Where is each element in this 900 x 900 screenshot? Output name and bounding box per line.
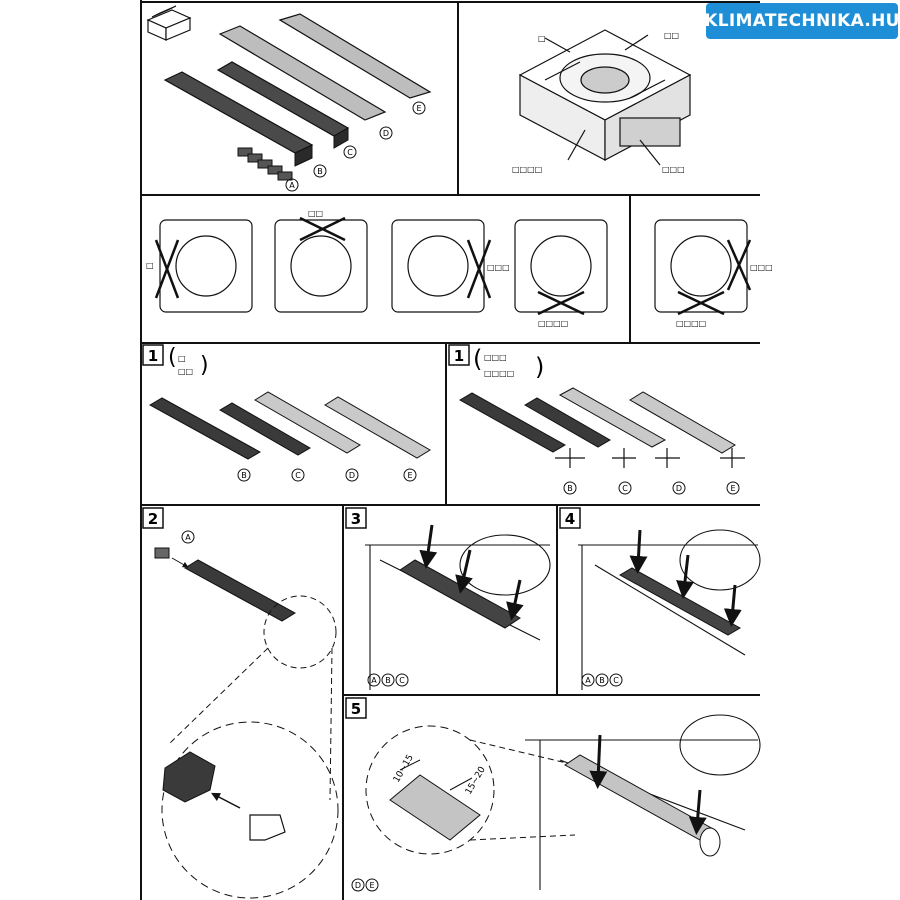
step1b-label-d: D [676, 484, 682, 493]
label-e: E [416, 104, 421, 113]
step1b-label-e: E [730, 484, 735, 493]
step4-label-c: C [613, 676, 619, 685]
step-1a-number: 1 [148, 347, 158, 365]
clip-closeup [249, 814, 286, 841]
step1b-label-b: B [567, 484, 573, 493]
part-e-panel [278, 13, 432, 99]
paren-close-1a: ) [200, 353, 209, 378]
orientation-1 [154, 219, 253, 313]
panel-step1-long: 1 ( □□□ □□□□ ) B C D E [448, 344, 745, 495]
step4-label-b: B [599, 676, 605, 685]
step3-label-b: B [385, 676, 391, 685]
step1a-label-c: C [295, 471, 301, 480]
step-1b-line2: □□□□ [484, 369, 514, 378]
part-a-clips [237, 147, 293, 181]
orientation-2 [274, 216, 368, 313]
step1a-label-e: E [407, 471, 412, 480]
orientation-5-bottom-label: □□□□ [676, 319, 706, 328]
part-b-bar [163, 71, 314, 154]
panel-install [564, 754, 716, 841]
step-5-number: 5 [351, 700, 361, 718]
step-3-number: 3 [351, 510, 361, 528]
step-2-number: 2 [148, 510, 158, 528]
brand-name: KLIMATECHNIKA.HU [704, 11, 900, 31]
paren-close-1b: ) [535, 353, 544, 381]
step1a-label-b: B [241, 471, 247, 480]
step-1a-line2: □□ [178, 367, 193, 376]
box-icon [146, 5, 192, 41]
step4-label-a: A [585, 676, 591, 685]
orientation-4 [514, 219, 608, 316]
paren-open-1b: ( [473, 345, 482, 373]
orientation-3 [391, 219, 492, 313]
panel-parts-overview: A B C D E [146, 5, 432, 192]
step1b-label-c: C [622, 484, 628, 493]
panel-step4: 4 A B C [559, 507, 761, 690]
label-b: B [317, 167, 323, 176]
callout-bottom-right: □□□ [662, 165, 685, 174]
label-a: A [289, 181, 295, 190]
step5-label-d: D [355, 881, 361, 890]
orientation-4-label: □□□□ [538, 319, 568, 328]
panel-closeup [389, 774, 481, 841]
orientation-2-label: □□ [308, 209, 323, 218]
dimension-1: 10~15 [392, 753, 416, 784]
label-c: C [347, 148, 353, 157]
orientation-3-label: □□□ [487, 263, 510, 272]
callout-top-left: □ [538, 34, 546, 43]
step3-label-c: C [399, 676, 405, 685]
panel-step1-short: 1 ( □ □□ ) B C D E [142, 344, 431, 482]
paren-open-1a: ( [168, 345, 177, 370]
label-d: D [383, 129, 389, 138]
orientation-5 [654, 219, 752, 316]
step5-label-e: E [369, 881, 374, 890]
step-1b-number: 1 [454, 347, 464, 365]
callout-bottom-left: □□□□ [512, 165, 542, 174]
panel-unit-overview [518, 29, 692, 166]
step2-label-a: A [185, 533, 191, 542]
orientation-row [154, 216, 752, 316]
part-d-panel [218, 25, 387, 121]
panel-step2: 2 A [142, 507, 339, 899]
panel-step3: 3 A B C [345, 507, 551, 690]
step3-label-a: A [371, 676, 377, 685]
panel-grid [140, 0, 760, 900]
step-1b-line1: □□□ [484, 353, 507, 362]
callout-top-right: □□ [664, 31, 679, 40]
step-4-number: 4 [565, 510, 575, 528]
orientation-1-label: □ [146, 261, 154, 270]
bar-end-closeup [162, 751, 216, 803]
orientation-5-side-label: □□□ [750, 263, 773, 272]
step1a-label-d: D [349, 471, 355, 480]
brand-badge: KLIMATECHNIKA.HU [704, 3, 900, 39]
panel-step5: 5 10~15 15~20 D E [345, 697, 761, 892]
step-1a-line1: □ [178, 354, 186, 363]
